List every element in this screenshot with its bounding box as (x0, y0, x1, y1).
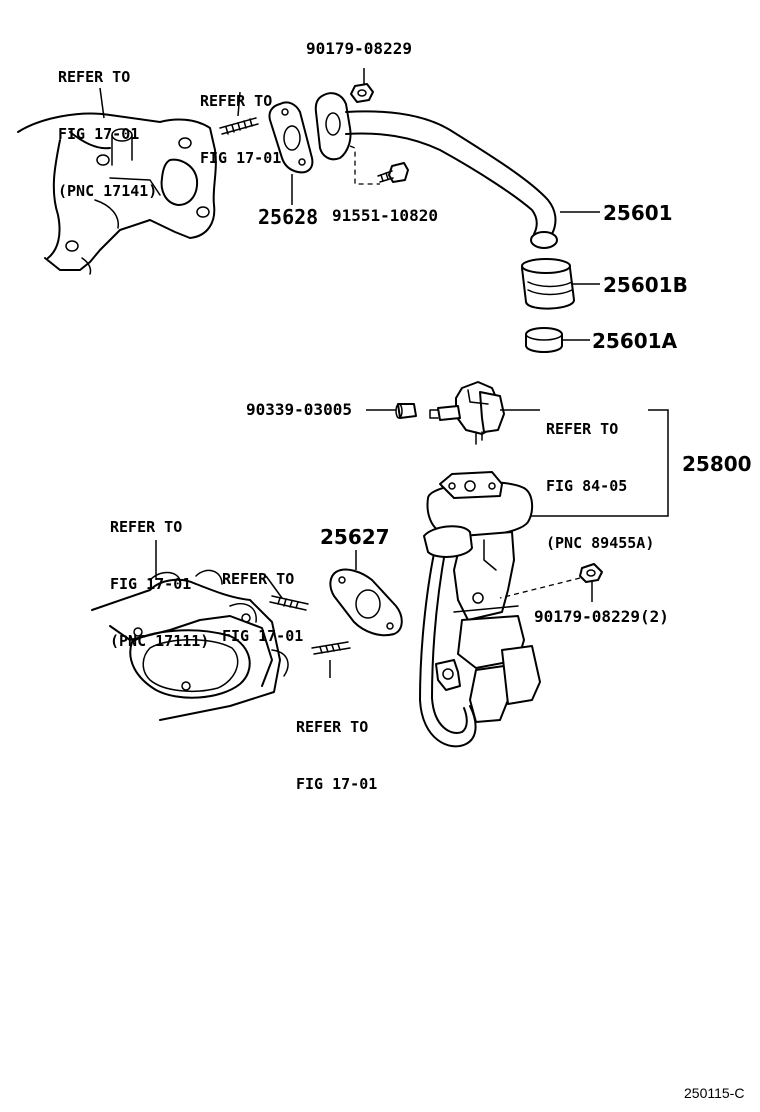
leader-refer-5 (265, 575, 283, 599)
refer-line: (PNC 17111) (110, 632, 210, 650)
bolt-91551 (349, 145, 409, 185)
refer-line: FIG 17-01 (222, 627, 304, 645)
part-number-90339: 90339-03005 (246, 400, 352, 419)
refer-line: REFER TO (222, 570, 295, 588)
refer-line: REFER TO (200, 92, 273, 110)
refer-line: FIG 84-05 (546, 477, 628, 495)
gasket-25628 (268, 101, 314, 174)
intake-manifold-bottom (91, 569, 289, 721)
refer-label-mid-left: REFER TO FIG 17-01 (PNC 17111) (110, 480, 209, 689)
refer-line: (PNC 17141) (58, 182, 158, 200)
intake-manifold-top (17, 112, 217, 275)
refer-line: FIG 17-01 (58, 125, 140, 143)
refer-label-top-left: REFER TO FIG 17-01 (PNC 17141) (58, 30, 157, 239)
egr-pipe-25601 (314, 92, 558, 249)
part-number-90179-bottom: 90179-08229(2) (534, 607, 669, 626)
part-number-90179-top: 90179-08229 (306, 39, 412, 58)
refer-label-mid-center: REFER TO FIG 17-01 (222, 532, 303, 684)
gasket-25627 (329, 568, 403, 637)
refer-line: (PNC 89455A) (546, 534, 655, 552)
refer-line: REFER TO (58, 68, 131, 86)
ring-25601A (525, 327, 563, 353)
part-number-25628: 25628 (258, 205, 319, 229)
part-number-25601: 25601 (603, 201, 673, 225)
nut-top (350, 68, 374, 103)
refer-line: REFER TO (110, 518, 183, 536)
nut-bottom (499, 563, 603, 602)
diagram-code: 250115-C (684, 1085, 745, 1101)
refer-label-bottom: REFER TO FIG 17-01 (296, 680, 377, 832)
refer-label-top-right: REFER TO FIG 84-05 (PNC 89455A) (546, 382, 654, 591)
part-number-91551: 91551-10820 (332, 206, 438, 225)
leader-25800 (530, 409, 669, 517)
refer-line: REFER TO (546, 420, 619, 438)
hose-90339 (366, 403, 417, 419)
stud-top (219, 117, 259, 135)
vsv-valve (429, 381, 540, 445)
refer-line: FIG 17-01 (200, 149, 282, 167)
part-number-25601A: 25601A (592, 329, 678, 353)
leader-refer-1 (99, 87, 105, 119)
part-number-25627: 25627 (320, 525, 390, 549)
egr-valve-25800 (426, 471, 541, 723)
fitting-25601B (521, 258, 575, 310)
leader-refer-2 (237, 91, 241, 117)
part-number-25800: 25800 (682, 452, 752, 476)
stud-bottom-2 (311, 641, 351, 655)
refer-line: FIG 17-01 (296, 775, 378, 793)
vacuum-hose (419, 525, 477, 748)
refer-line: FIG 17-01 (110, 575, 192, 593)
stud-bottom-1 (269, 595, 309, 611)
refer-label-top-mid: REFER TO FIG 17-01 (200, 54, 281, 206)
part-number-25601B: 25601B (603, 273, 688, 297)
refer-line: REFER TO (296, 718, 369, 736)
